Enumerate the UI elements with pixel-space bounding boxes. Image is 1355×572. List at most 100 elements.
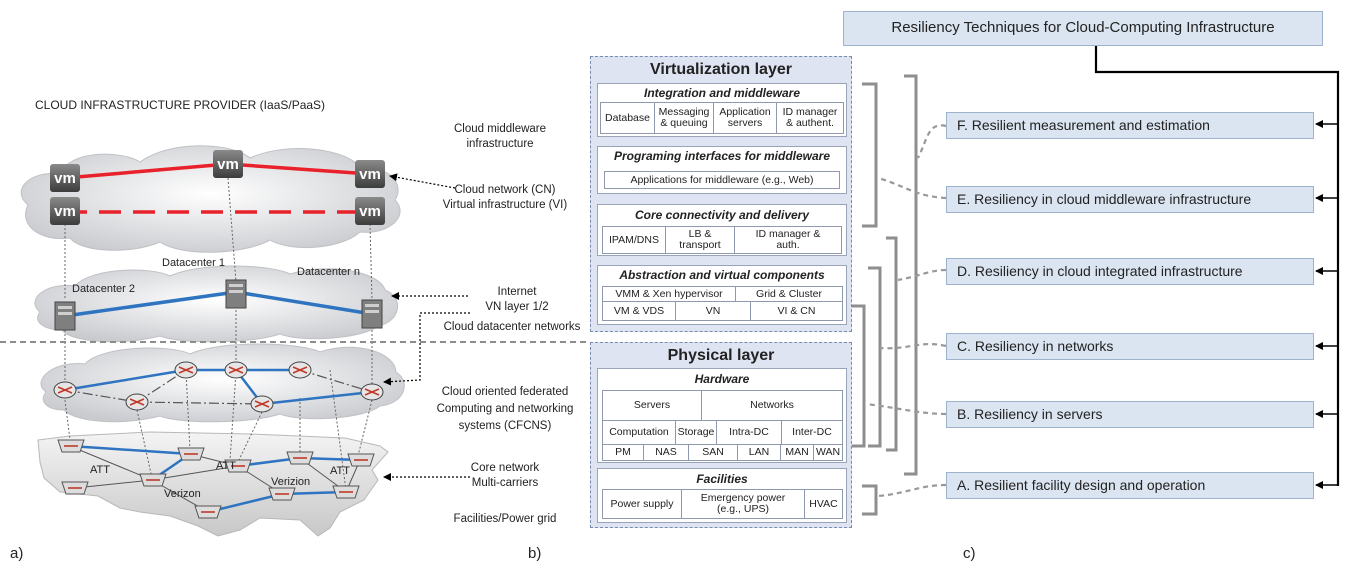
carrier-label: Verizion	[271, 476, 311, 488]
panel-a-letter: a)	[10, 545, 24, 562]
technique-d: D. Resiliency in cloud integrated infras…	[946, 258, 1314, 285]
technique-connectors	[865, 124, 947, 498]
cell-computation: Computation	[602, 420, 676, 445]
switch-icon	[332, 485, 360, 499]
abstraction-box: Abstraction and virtual components VMM &…	[597, 265, 847, 325]
dc-link	[235, 290, 373, 316]
cell-pm: PM	[602, 444, 644, 461]
panel-c-letter: c)	[963, 545, 976, 562]
datacenter-label: Datacenter 1	[162, 257, 225, 269]
technique-e: E. Resiliency in cloud middleware infras…	[946, 186, 1314, 213]
router-icon	[288, 361, 312, 379]
switch-icon	[139, 473, 167, 487]
label-cloud-datacenter-networks: Cloud datacenter networks	[443, 321, 581, 333]
cell-intra-dc: Intra-DC	[716, 420, 782, 445]
svg-text:vm: vm	[359, 166, 381, 183]
panel-a-title: CLOUD INFRASTRUCTURE PROVIDER (IaaS/PaaS…	[35, 98, 326, 112]
router-icons	[53, 361, 384, 413]
cell-networks: Networks	[701, 390, 843, 421]
vm-icon: vm	[213, 150, 243, 178]
programming-interfaces-title: Programing interfaces for middleware	[613, 149, 831, 163]
facilities-box: Facilities Power supply Emergency power(…	[597, 468, 847, 523]
svg-text:vm: vm	[54, 170, 76, 187]
cell-power-supply: Power supply	[602, 489, 682, 519]
datacenter-label: Datacenter n	[297, 266, 360, 278]
tree-connector	[1094, 46, 1340, 486]
cell-storage: Storage	[675, 420, 717, 445]
carrier-label: ATT	[330, 465, 350, 477]
cell-servers: Servers	[602, 390, 702, 421]
cell-ipam-dns: IPAM/DNS	[602, 226, 666, 254]
datacenter-label: Datacenter 2	[72, 283, 135, 295]
vm-icon: vm	[355, 197, 385, 225]
network-cloud	[40, 343, 405, 423]
cell-vm-vds: VM & VDS	[602, 301, 676, 321]
technique-b: B. Resiliency in servers	[946, 401, 1314, 428]
cell-messaging: Messaging& queuing	[654, 102, 714, 134]
switch-icon	[61, 481, 89, 495]
cell-id-manager-auth: ID manager &auth.	[734, 226, 842, 254]
virtualization-layer-title: Virtualization layer	[650, 61, 792, 78]
cell-man: MAN	[780, 444, 814, 461]
switch-icon	[57, 439, 85, 453]
router-icon	[250, 395, 274, 413]
server-icon	[225, 279, 247, 309]
svg-text:vm: vm	[54, 203, 76, 220]
router-icon	[224, 361, 248, 379]
carrier-label: ATT	[90, 464, 110, 476]
switch-icon	[268, 487, 296, 501]
physical-layer: Physical layer Hardware Servers Networks…	[590, 342, 852, 528]
dc-link	[64, 290, 237, 318]
panel-b-letter: b)	[528, 545, 542, 562]
carrier-label: Verizon	[164, 488, 201, 500]
cell-lb-transport: LB &transport	[665, 226, 735, 254]
router-icon	[360, 383, 384, 401]
cell-vmm-xen: VMM & Xen hypervisor	[602, 286, 736, 302]
technique-c: C. Resiliency in networks	[946, 333, 1314, 360]
server-icon	[54, 301, 76, 331]
cell-id-manager: ID manager & authent.	[776, 102, 844, 134]
technique-a: A. Resilient facility design and operati…	[946, 472, 1314, 499]
vm-icon: vm	[50, 197, 80, 225]
switch-icon	[177, 447, 205, 461]
switch-icon	[224, 459, 252, 473]
vm-link-solid	[64, 162, 229, 180]
abstraction-title: Abstraction and virtual components	[619, 268, 825, 282]
svg-text:vm: vm	[359, 203, 381, 220]
cell-vn: VN	[675, 301, 751, 321]
virtualization-layer: Virtualization layer Integration and mid…	[590, 56, 852, 332]
cell-nas: NAS	[643, 444, 689, 461]
tree-arrows	[1315, 120, 1338, 489]
switch-icons	[57, 439, 375, 519]
facilities-title: Facilities	[696, 472, 748, 486]
label-cloud-network: Cloud network (CN)Virtual infrastructure…	[442, 184, 568, 211]
vm-icon: vm	[50, 164, 80, 192]
integration-middleware-title: Integration and middleware	[643, 86, 801, 100]
brackets	[852, 74, 918, 516]
core-connectivity-title: Core connectivity and delivery	[634, 208, 810, 222]
physical-layer-title: Physical layer	[667, 347, 775, 364]
server-icons	[54, 279, 383, 331]
switch-icon	[286, 451, 314, 465]
vm-link-solid	[227, 162, 371, 176]
hardware-title: Hardware	[694, 372, 750, 386]
cell-emergency-power: Emergency power(e.g., UPS)	[681, 489, 805, 519]
label-facilities-power-grid: Facilities/Power grid	[453, 513, 557, 525]
router-icon	[125, 393, 149, 411]
svg-text:vm: vm	[217, 156, 239, 173]
router-icon	[53, 381, 77, 399]
cell-database: Database	[600, 102, 655, 134]
cell-lan: LAN	[737, 444, 781, 461]
techniques-title-box: Resiliency Techniques for Cloud-Computin…	[843, 11, 1323, 46]
vm-icon: vm	[355, 160, 385, 188]
integration-middleware-box: Integration and middleware Database Mess…	[597, 83, 847, 137]
cell-applications-middleware: Applications for middleware (e.g., Web)	[604, 171, 840, 189]
cell-wan: WAN	[813, 444, 843, 461]
cell-inter-dc: Inter-DC	[781, 420, 843, 445]
cell-san: SAN	[688, 444, 738, 461]
programming-interfaces-box: Programing interfaces for middleware App…	[597, 146, 847, 194]
